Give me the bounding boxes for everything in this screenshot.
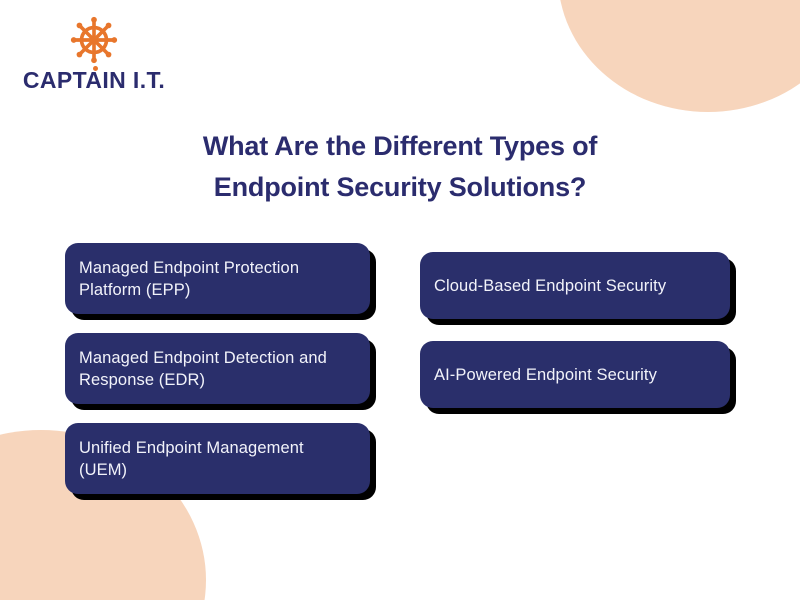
solution-card: Cloud-Based Endpoint Security — [420, 252, 730, 319]
page-title-line-1: What Are the Different Types of — [202, 131, 598, 162]
brand-logo: CAPTAIN I.T. — [14, 14, 174, 93]
page-title-line-2: Endpoint Security Solutions? — [213, 172, 587, 203]
solution-card: Managed Endpoint Protection Platform (EP… — [65, 243, 370, 314]
logo-accent-dot — [93, 66, 98, 71]
solution-card-label: Managed Endpoint Protection Platform (EP… — [79, 258, 300, 299]
solution-card-label: Unified Endpoint Management (UEM) — [79, 438, 304, 479]
decorative-blob-top-right — [558, 0, 800, 112]
solution-card-column-left: Managed Endpoint Protection Platform (EP… — [65, 243, 370, 494]
solution-card: AI-Powered Endpoint Security — [420, 341, 730, 408]
solution-card-label: Managed Endpoint Detection and Response … — [79, 348, 327, 389]
solution-card-label: AI-Powered Endpoint Security — [434, 365, 657, 384]
brand-name-text: CAPTAIN I.T. — [22, 67, 166, 93]
page-title: What Are the Different Types of Endpoint… — [0, 126, 800, 208]
solution-card: Unified Endpoint Management (UEM) — [65, 423, 370, 494]
solution-card: Managed Endpoint Detection and Response … — [65, 333, 370, 404]
solution-card-column-right: Cloud-Based Endpoint Security AI-Powered… — [420, 252, 730, 408]
solution-card-label: Cloud-Based Endpoint Security — [434, 276, 667, 295]
ship-wheel-icon — [70, 16, 118, 64]
brand-wordmark: CAPTAIN I.T. — [14, 66, 174, 93]
